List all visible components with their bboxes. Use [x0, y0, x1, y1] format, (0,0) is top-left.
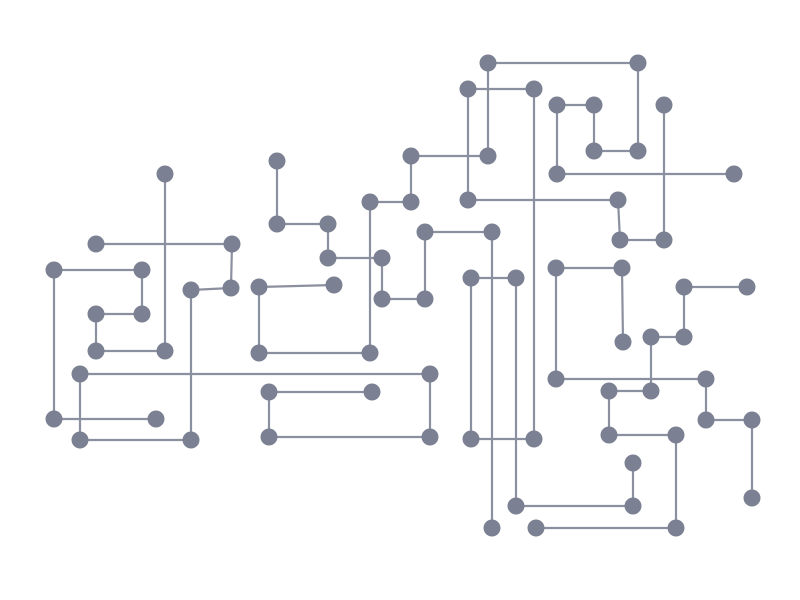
circuit-node [462, 430, 480, 448]
circuit-node [87, 235, 105, 253]
circuit-node [268, 215, 286, 233]
circuit-node [600, 426, 618, 444]
circuit-node [373, 290, 391, 308]
circuit-node [45, 410, 63, 428]
circuit-node [675, 278, 693, 296]
circuit-node [87, 305, 105, 323]
circuit-node [156, 342, 174, 360]
circuit-node [629, 142, 647, 160]
circuit-node [182, 431, 200, 449]
circuit-node [147, 410, 165, 428]
circuit-node [421, 428, 439, 446]
circuit-node [548, 96, 566, 114]
circuit-node [525, 430, 543, 448]
circuit-node [624, 454, 642, 472]
circuit-node [483, 223, 501, 241]
circuit-node [250, 344, 268, 362]
circuit-node [250, 278, 268, 296]
circuit-node [459, 80, 477, 98]
circuit-node [675, 328, 693, 346]
circuit-node [361, 193, 379, 211]
circuit-node [361, 344, 379, 362]
circuit-node [483, 519, 501, 537]
circuit-node [87, 342, 105, 360]
circuit-node [416, 290, 434, 308]
circuit-node [260, 383, 278, 401]
circuit-node [182, 281, 200, 299]
circuit-node [319, 215, 337, 233]
circuit-node [459, 191, 477, 209]
circuit-node [71, 365, 89, 383]
circuit-node [421, 365, 439, 383]
circuit-node [738, 278, 756, 296]
circuit-node [223, 235, 241, 253]
circuit-node [319, 249, 337, 267]
circuit-node [548, 165, 566, 183]
circuit-node [629, 54, 647, 72]
circuit-edges [52, 61, 754, 530]
circuit-node [156, 165, 174, 183]
circuit-node [655, 96, 673, 114]
circuit-node [462, 269, 480, 287]
circuit-node [667, 519, 685, 537]
circuit-node [697, 370, 715, 388]
circuit-node [611, 231, 629, 249]
circuit-node [697, 411, 715, 429]
circuit-node [507, 269, 525, 287]
circuit-node [642, 328, 660, 346]
circuit-node [325, 276, 343, 294]
circuit-edge [257, 283, 336, 289]
circuit-node [507, 497, 525, 515]
circuit-node [133, 261, 151, 279]
circuit-node [585, 96, 603, 114]
circuit-node [268, 152, 286, 170]
circuit-nodes [45, 54, 761, 537]
circuit-node [725, 165, 743, 183]
circuit-node [222, 279, 240, 297]
circuit-node [609, 191, 627, 209]
circuit-node [613, 259, 631, 277]
circuit-node [71, 431, 89, 449]
circuit-node [373, 249, 391, 267]
circuit-node [547, 370, 565, 388]
circuit-node [743, 489, 761, 507]
circuit-node [667, 426, 685, 444]
circuit-node [402, 147, 420, 165]
circuit-node [525, 80, 543, 98]
circuit-node [527, 519, 545, 537]
circuit-node [614, 333, 632, 351]
circuit-node [402, 193, 420, 211]
circuit-node [547, 259, 565, 277]
circuit-node [260, 428, 278, 446]
circuit-node [624, 497, 642, 515]
circuit-edge [620, 266, 625, 344]
circuit-node [133, 305, 151, 323]
circuit-node [743, 411, 761, 429]
circuit-node [45, 261, 63, 279]
circuit-node [479, 54, 497, 72]
circuit-node [363, 383, 381, 401]
circuit-node [642, 382, 660, 400]
circuit-node [585, 142, 603, 160]
circuit-node [479, 147, 497, 165]
circuit-node [416, 223, 434, 241]
circuit-node [655, 231, 673, 249]
circuit-node [600, 382, 618, 400]
